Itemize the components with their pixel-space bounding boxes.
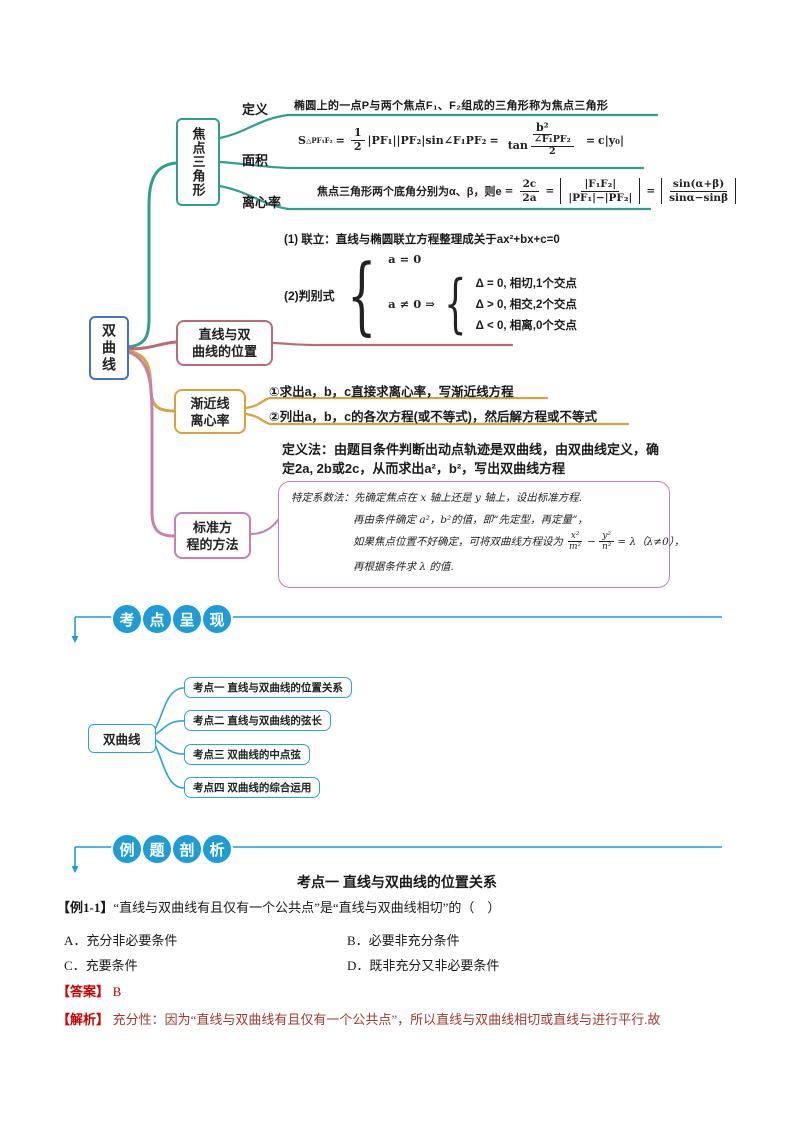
area-half-fraction: 1 2 — [350, 126, 365, 153]
option-c: C．充要条件 — [64, 958, 138, 973]
case-a-zero: a = 0 — [388, 252, 422, 266]
analysis-label: 【解析】 — [57, 1012, 110, 1027]
example-label: 【例1-1】 — [57, 900, 114, 915]
ecc-prefix: 焦点三角形两个底角分别为α、β，则e — [317, 186, 502, 198]
area-mid: |PF₁||PF₂|sin∠F₁PF₂ — [367, 133, 487, 147]
standard-label-2: 程的方法 — [186, 536, 239, 552]
answer-label: 【答案】 — [57, 984, 110, 999]
hand-line-1: 特定系数法：先确定焦点在 x 轴上还是 y 轴上，设出标准方程. — [291, 492, 583, 504]
area-tail: c|y₀| — [598, 133, 624, 147]
ecc-fraction-2: |F₁F₂| |PF₁|−|PF₂| — [568, 178, 633, 204]
line-position-label-1: 直线与双 — [198, 327, 251, 342]
outer-brace: { — [346, 246, 377, 344]
example-question-row: 【例1-1】“直线与双曲线有且仅有一个公共点”是“直线与双曲线相切”的（ ） — [57, 897, 500, 916]
section1-circle-1: 考 — [111, 603, 143, 635]
standard-equation-node: 标准方 程的方法 — [174, 512, 251, 559]
analysis-row: 【解析】 充分性：因为“直线与双曲线有且仅有一个公共点”，所以直线与双曲线相切或… — [57, 1009, 660, 1028]
asymptote-label-2: 离心率 — [190, 412, 230, 428]
example-question: “直线与双曲线有且仅有一个公共点”是“直线与双曲线相切”的（ ） — [113, 900, 501, 915]
asymptote-label-1: 渐近线 — [190, 395, 230, 411]
ecc-eq3: = — [646, 185, 656, 197]
area-s-sub: △PF₁F₂ — [305, 135, 333, 145]
definition-text: 椭圆上的一点P与两个焦点F₁、F₂组成的三角形称为焦点三角形 — [294, 100, 609, 112]
definition-method-text: 定义法：由题目条件判断出动点轨迹是双曲线，由双曲线定义，确定2a, 2b或2c，… — [282, 442, 660, 476]
asymptote-item-2: ②列出a，b，c的各次方程(或不等式)，然后解方程或不等式 — [269, 410, 597, 424]
asymptote-item-1: ①求出a，b，c直接求离心率，写渐近线方程 — [269, 385, 514, 399]
section2-circle-3: 剖 — [171, 833, 203, 865]
definition-label: 定义 — [242, 102, 269, 117]
area-eq2: = — [489, 133, 499, 147]
option-a: A．充分非必要条件 — [64, 933, 178, 948]
mindmap1-root-label: 双曲线 — [101, 322, 117, 374]
hand-fraction-y: y² n² — [599, 531, 615, 553]
answer-row: 【答案】 B — [57, 981, 121, 1000]
mindmap2-root-node: 双曲线 — [88, 724, 156, 753]
area-s: S — [298, 133, 306, 147]
mindmap2-item-1: 考点一 直线与双曲线的位置关系 — [184, 677, 352, 698]
section1-circle-3: 呈 — [171, 603, 203, 635]
delta-zero-line: Δ = 0, 相切,1个交点 — [475, 278, 577, 290]
section2-circle-2: 题 — [141, 833, 173, 865]
hand-line-3-pre: 如果焦点位置不好确定，可将双曲线方程设为 — [353, 536, 563, 549]
area-eq3: = — [585, 133, 596, 147]
delta-negative-line: Δ < 0, 相离,0个交点 — [475, 320, 577, 332]
section2-circle-4: 析 — [201, 833, 233, 865]
section2-circle-1: 例 — [111, 833, 143, 865]
area-angle-fraction: ∠F₁PF₂ 2 — [530, 134, 574, 158]
mindmap1-root-node: 双曲线 — [89, 316, 129, 380]
union-equation-text: (1) 联立：直线与椭圆联立方程整理成关于ax²+bx+c=0 — [284, 234, 560, 246]
ecc-fraction-1: 2c 2a — [519, 178, 540, 204]
topic-heading: 考点一 直线与双曲线的位置关系 — [297, 874, 497, 890]
discriminant-block: (2)判别式 { a = 0 a ≠ 0 ⇒ { Δ = 0, 相切,1个交点 … — [284, 251, 577, 339]
mindmap2-item-2: 考点二 直线与双曲线的弦长 — [184, 710, 331, 731]
delta-positive-line: Δ > 0, 相交,2个交点 — [475, 299, 577, 311]
case-a-nonzero: a ≠ 0 ⇒ — [388, 297, 435, 311]
undetermined-coefficient-box: 特定系数法：先确定焦点在 x 轴上还是 y 轴上，设出标准方程. 再由条件确定 … — [278, 481, 685, 588]
ecc-eq2: = — [545, 185, 555, 197]
line-position-label-2: 曲线的位置 — [191, 344, 257, 359]
focal-branch-lines — [126, 113, 659, 349]
hand-line-2: 再由条件确定 a²，b²的值，即“先定型，再定量”， — [353, 514, 588, 526]
area-tan: tan — [507, 139, 528, 153]
area-label: 面积 — [242, 153, 269, 168]
option-b: B．必要非充分条件 — [347, 933, 460, 948]
ecc-abs-1: |F₁F₂| |PF₁|−|PF₂| — [559, 178, 641, 203]
line-position-node: 直线与双 曲线的位置 — [176, 320, 273, 366]
mindmap2-item-4: 考点四 双曲线的综合运用 — [184, 777, 321, 798]
area-formula: S△PF₁F₂ = 1 2 |PF₁||PF₂|sin∠F₁PF₂ = b² t… — [298, 114, 624, 166]
asymptote-node: 渐近线 离心率 — [174, 389, 246, 434]
mindmap2-item-3: 考点三 双曲线的中点弦 — [184, 744, 310, 765]
position-branch-lines — [126, 340, 514, 351]
hand-line-4: 再根据条件求 λ 的值. — [353, 560, 454, 573]
hand-line-3: 如果焦点位置不好确定，可将双曲线方程设为 x² m² − y² n² = λ（λ… — [353, 531, 685, 553]
ecc-eq1: = — [504, 185, 514, 197]
section1-circle-4: 现 — [201, 603, 233, 635]
analysis-text: 充分性：因为“直线与双曲线有且仅有一个公共点”，所以直线与双曲线相切或直线与进行… — [112, 1012, 661, 1027]
inner-brace: { — [444, 267, 467, 341]
standard-branch-lines — [126, 350, 279, 538]
option-d: D．既非充分又非必要条件 — [347, 958, 500, 973]
focal-triangle-label: 焦点三角形 — [190, 127, 206, 197]
focal-triangle-node: 焦点三角形 — [176, 118, 220, 206]
standard-label-1: 标准方 — [192, 519, 232, 535]
area-eq1: = — [335, 133, 345, 147]
eccentricity-formula: 焦点三角形两个底角分别为α、β，则e = 2c 2a = |F₁F₂| |PF₁… — [317, 172, 739, 210]
eccentricity-label: 离心率 — [242, 195, 282, 210]
area-tan-fraction: b² tan ∠F₁PF₂ 2 — [505, 121, 580, 158]
hand-minus: − — [587, 535, 596, 548]
section1-circle-2: 点 — [141, 603, 173, 635]
answer-value: B — [112, 984, 122, 999]
ecc-fraction-3: sin(α+β) sinα−sinβ — [669, 178, 729, 204]
hand-fraction-x: x² m² — [567, 531, 583, 553]
hand-line-3-post: = λ（λ≠0）， — [617, 536, 685, 549]
discriminant-label: (2)判别式 — [284, 288, 335, 303]
ecc-abs-2: sin(α+β) sinα−sinβ — [660, 178, 737, 203]
